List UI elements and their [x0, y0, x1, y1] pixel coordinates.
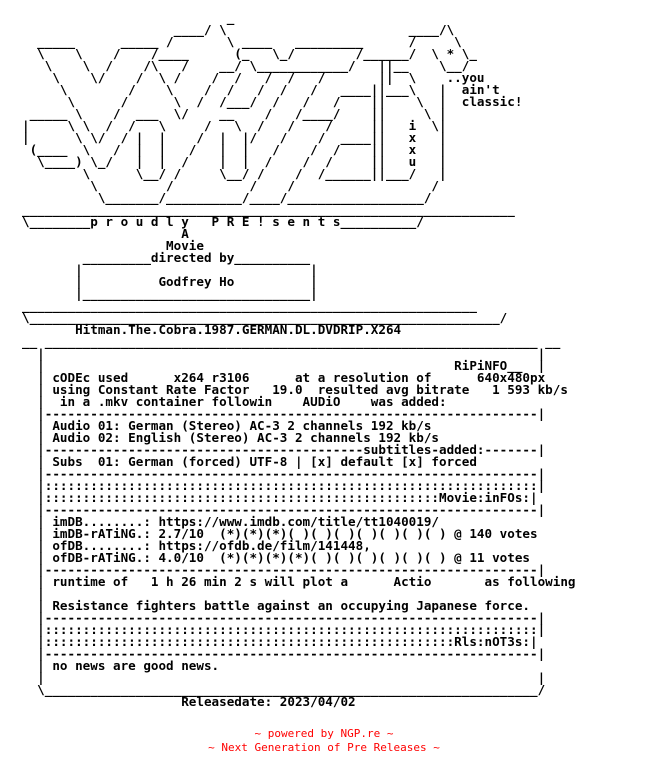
- footer-powered-by: ~ powered by NGP.re ~: [254, 727, 394, 740]
- footer-tagline: ~ Next Generation of Pre Releases ~: [208, 741, 440, 754]
- nfo-art-and-info: _ ____/ \ ____/\ _____ _____ / \ ____ __…: [22, 10, 576, 709]
- nfo-header-art: _ ____/ \ ____/\ _____ _____ / \ ____ __…: [22, 10, 523, 337]
- nfo-info-box: __ _____________________________________…: [22, 334, 576, 709]
